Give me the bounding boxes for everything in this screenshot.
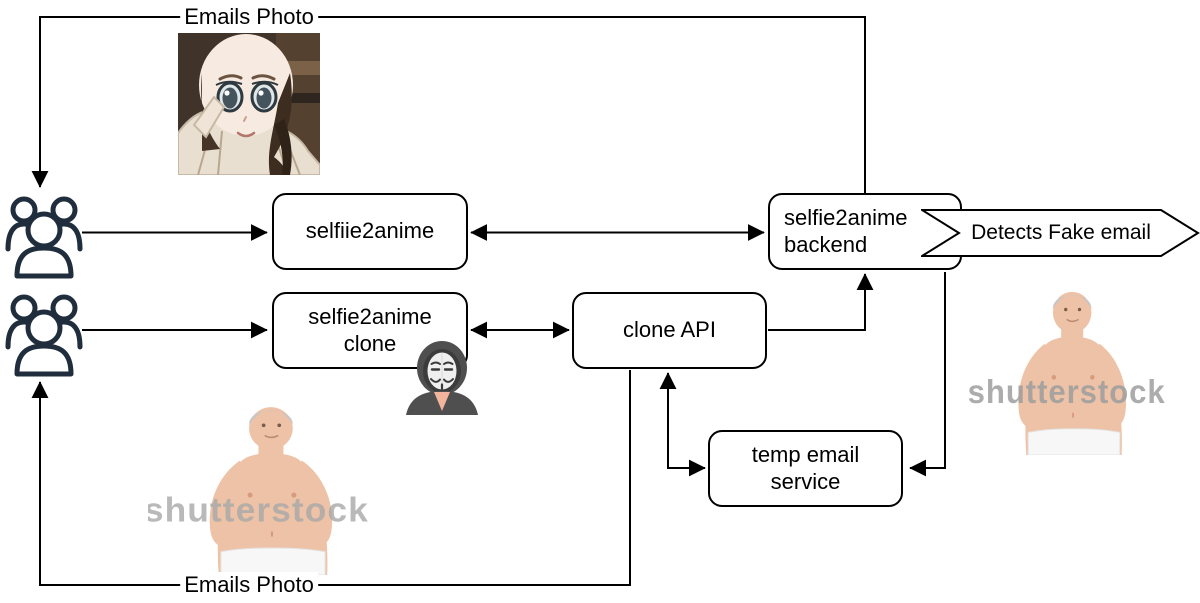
edge-label-emails-photo-top: Emails Photo	[180, 4, 318, 30]
detects-fake-email-banner	[921, 209, 1200, 257]
node-temp-email-service-label: temp email service	[751, 441, 860, 494]
shutterstock-watermark: shutterstock	[968, 373, 1166, 410]
node-selfie2anime-backend: selfie2anime backend	[768, 193, 962, 270]
node-selfie2anime-clone: selfie2anime clone	[272, 292, 468, 369]
real-selfie-photo-right: shutterstock	[964, 283, 1184, 455]
edge-backend-to-tempemail	[909, 272, 946, 477]
edge-backend-emails-photo-to-user1	[31, 16, 866, 194]
shutterstock-watermark: shutterstock	[148, 491, 369, 529]
detects-fake-email-label: Detects Fake email	[971, 221, 1151, 244]
users-group-icon	[5, 196, 83, 279]
real-selfie-photo-left: shutterstock	[148, 398, 398, 575]
edge-cloneapi-tempemail-bidirectional	[659, 372, 706, 477]
node-selfie2anime-clone-label: selfie2anime clone	[308, 303, 432, 356]
edge-cloneapi-to-backend	[768, 273, 874, 331]
users-group-icon	[5, 294, 83, 377]
anime-selfie-photo	[178, 33, 320, 175]
node-clone-api-label: clone API	[623, 317, 716, 343]
anonymous-mask-icon	[406, 341, 478, 415]
node-selfiie2anime-label: selfiie2anime	[305, 218, 435, 244]
edge-label-emails-photo-bottom: Emails Photo	[180, 572, 318, 598]
node-selfie2anime-backend-label: selfie2anime backend	[784, 204, 908, 257]
edge-cloneapi-emails-photo-to-user2	[31, 370, 631, 586]
node-temp-email-service: temp email service	[708, 430, 903, 507]
node-selfiie2anime: selfiie2anime	[272, 193, 468, 270]
node-clone-api: clone API	[572, 292, 767, 369]
